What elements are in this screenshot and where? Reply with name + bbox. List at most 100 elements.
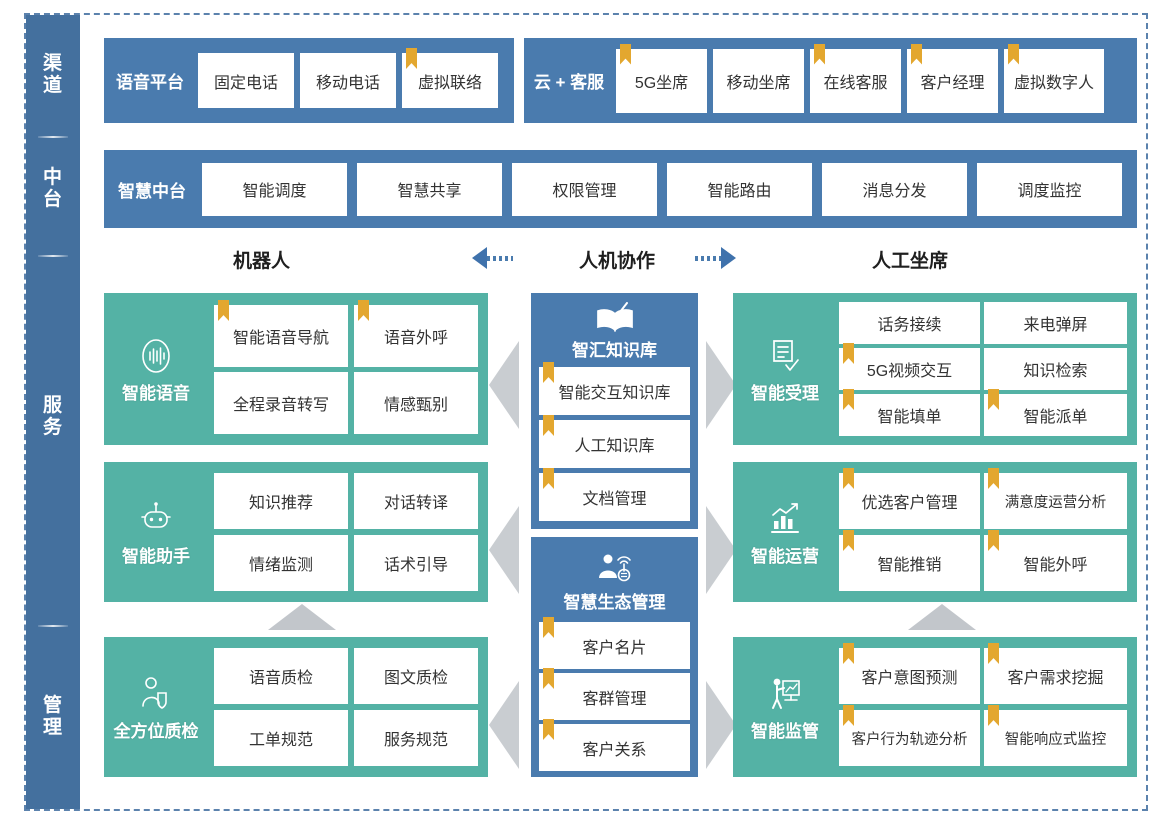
service-tile[interactable]: 服务规范 <box>354 710 478 766</box>
bookmark-ribbon-icon <box>358 300 369 321</box>
center-stack-item[interactable]: 客户关系 <box>539 719 690 771</box>
channel-chip[interactable]: 客户经理 <box>907 43 998 113</box>
chip-label: 权限管理 <box>552 183 617 200</box>
platform-chip[interactable]: 权限管理 <box>512 162 657 216</box>
channel-chip[interactable]: 在线客服 <box>810 43 901 113</box>
chip-label: 虚拟数字人 <box>1013 74 1094 92</box>
channel-chip[interactable]: 5G坐席 <box>616 43 707 113</box>
service-tile[interactable]: 智能填单 <box>839 389 980 436</box>
service-tile[interactable]: 客户需求挖掘 <box>984 643 1127 704</box>
tile-label: 知识检索 <box>1023 363 1088 380</box>
service-tile[interactable]: 智能派单 <box>984 389 1127 436</box>
tile-label: 全程录音转写 <box>232 397 329 414</box>
service-tile[interactable]: 5G视频交互 <box>839 343 980 390</box>
rail-item-service[interactable]: 服 务 <box>26 395 80 439</box>
service-tile[interactable]: 智能语音导航 <box>214 300 348 367</box>
service-group-intelligent-supervision: 智能监管 客户意图预测 客户需求挖掘 客户行为轨迹分析 智能响应式监控 <box>733 637 1137 777</box>
rail-divider <box>38 625 68 627</box>
service-tile[interactable]: 客户意图预测 <box>839 643 980 704</box>
channel-chip[interactable]: 虚拟数字人 <box>1004 43 1104 113</box>
arrow-right-icon <box>721 247 736 269</box>
platform-chip[interactable]: 消息分发 <box>822 162 967 216</box>
rail-divider <box>38 255 68 257</box>
service-tile[interactable]: 智能推销 <box>839 530 980 591</box>
service-tile[interactable]: 话术引导 <box>354 535 478 591</box>
service-tile[interactable]: 语音外呼 <box>354 300 478 367</box>
group-identity: 智能监管 <box>733 637 837 777</box>
center-stack-item[interactable]: 智能交互知识库 <box>539 362 690 415</box>
category-rail: 渠 道 中 台 服 务 管 理 <box>26 15 80 809</box>
bookmark-ribbon-icon <box>218 300 229 321</box>
tile-label: 智能外呼 <box>1023 557 1088 574</box>
arrow-dash-left <box>487 255 513 261</box>
connector-arrow-right-icon <box>706 506 736 594</box>
service-group-intelligent-assistant: 智能助手 知识推荐 对话转译 情绪监测 话术引导 <box>104 462 488 602</box>
service-tile[interactable]: 知识推荐 <box>214 473 348 529</box>
tile-label: 客户需求挖掘 <box>1007 670 1104 687</box>
channel-group-voice-platform: 语音平台 固定电话 移动电话 虚拟联络 <box>104 38 514 123</box>
platform-chip[interactable]: 智慧共享 <box>357 162 502 216</box>
bookmark-ribbon-icon <box>988 643 999 664</box>
service-tile[interactable]: 图文质检 <box>354 648 478 704</box>
arrow-left-icon <box>472 247 487 269</box>
service-tile[interactable]: 对话转译 <box>354 473 478 529</box>
center-stack-item[interactable]: 文档管理 <box>539 468 690 521</box>
service-tile[interactable]: 语音质检 <box>214 648 348 704</box>
connector-arrow-up-icon <box>268 604 336 630</box>
channel-chip[interactable]: 移动坐席 <box>713 48 804 113</box>
item-label: 客户名片 <box>582 639 647 657</box>
center-stack-item[interactable]: 客户名片 <box>539 617 690 669</box>
bookmark-ribbon-icon <box>543 362 554 383</box>
chip-label: 智能调度 <box>242 183 307 200</box>
item-label: 人工知识库 <box>574 438 655 455</box>
center-stack-item[interactable]: 客群管理 <box>539 668 690 720</box>
tile-label: 智能响应式监控 <box>1004 731 1107 748</box>
chip-label: 智能路由 <box>707 183 772 200</box>
rail-label-char: 渠 <box>42 53 63 74</box>
bookmark-ribbon-icon <box>406 48 417 69</box>
tile-label: 满意度运营分析 <box>1004 494 1107 511</box>
rail-item-platform[interactable]: 中 台 <box>26 167 80 211</box>
chip-label: 移动电话 <box>315 74 380 92</box>
service-tile[interactable]: 工单规范 <box>214 710 348 766</box>
service-tile[interactable]: 话务接续 <box>839 302 980 344</box>
chip-label: 消息分发 <box>862 183 927 200</box>
tile-label: 智能推销 <box>877 557 942 574</box>
service-tile[interactable]: 情绪监测 <box>214 535 348 591</box>
service-tile[interactable]: 全程录音转写 <box>214 372 348 434</box>
service-tile[interactable]: 客户行为轨迹分析 <box>839 705 980 766</box>
channel-chip[interactable]: 移动电话 <box>300 53 396 108</box>
tile-label: 优选客户管理 <box>861 495 958 512</box>
tile-label: 图文质检 <box>383 670 448 687</box>
robot-icon <box>136 498 176 540</box>
center-stack-header: 智汇知识库 <box>531 293 698 361</box>
tile-label: 智能填单 <box>877 409 942 426</box>
service-tile[interactable]: 优选客户管理 <box>839 468 980 529</box>
service-tile[interactable]: 满意度运营分析 <box>984 468 1127 529</box>
arrow-right-group <box>695 247 736 269</box>
rail-label-char: 道 <box>42 75 63 96</box>
group-name: 智能运营 <box>751 546 819 566</box>
arrow-dash-right <box>695 255 721 261</box>
bookmark-ribbon-icon <box>843 643 854 664</box>
center-stack-ecosystem-management: 智慧生态管理 客户名片 客群管理 客户关系 <box>531 537 698 777</box>
rail-label-char: 中 <box>42 167 63 188</box>
chip-label: 客户经理 <box>920 74 985 92</box>
platform-chip[interactable]: 调度监控 <box>977 162 1122 216</box>
service-tile[interactable]: 知识检索 <box>984 348 1127 390</box>
group-identity: 全方位质检 <box>104 637 208 777</box>
bookmark-ribbon-icon <box>1008 43 1019 65</box>
service-tile[interactable]: 智能外呼 <box>984 530 1127 591</box>
tile-label: 智能语音导航 <box>232 330 329 347</box>
channel-chip[interactable]: 固定电话 <box>198 53 294 108</box>
center-stack-item[interactable]: 人工知识库 <box>539 415 690 468</box>
service-tile[interactable]: 智能响应式监控 <box>984 705 1127 766</box>
rail-item-channel[interactable]: 渠 道 <box>26 53 80 97</box>
service-tile[interactable]: 来电弹屏 <box>984 302 1127 344</box>
rail-item-management[interactable]: 管 理 <box>26 695 80 739</box>
center-stack-knowledge-base: 智汇知识库 智能交互知识库 人工知识库 文档管理 <box>531 293 698 529</box>
platform-chip[interactable]: 智能调度 <box>202 162 347 216</box>
platform-chip[interactable]: 智能路由 <box>667 162 812 216</box>
service-tile[interactable]: 情感甄别 <box>354 372 478 434</box>
channel-chip[interactable]: 虚拟联络 <box>402 48 498 108</box>
